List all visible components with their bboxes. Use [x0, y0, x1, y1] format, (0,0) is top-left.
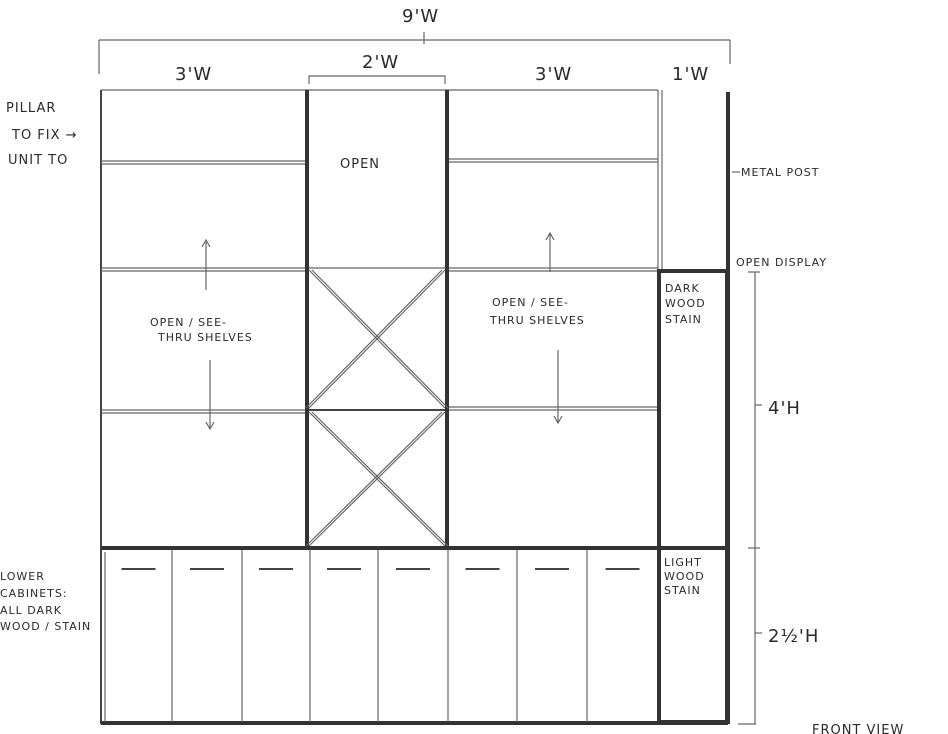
right-shelves: [449, 158, 658, 411]
open-label: OPEN: [340, 157, 380, 172]
shelves-right-line1: OPEN / SEE-: [492, 296, 569, 309]
lower-cabinets-line2: CABINETS:: [0, 587, 68, 600]
col2-width-bracket: [308, 75, 446, 84]
dark-wood-line2: WOOD: [665, 297, 706, 310]
shelves-left-line1: OPEN / SEE-: [150, 316, 227, 329]
col4-width-label: 1'W: [672, 64, 709, 85]
light-wood-line1: LIGHT: [664, 556, 702, 569]
front-view-label: FRONT VIEW: [812, 723, 904, 734]
lower-cabinets-line3: ALL DARK: [0, 604, 62, 617]
dark-wood-line1: DARK: [665, 282, 700, 295]
lower-cabinets-line1: LOWER: [0, 570, 45, 583]
height-dimension: [738, 271, 762, 725]
x-bracing: [305, 267, 449, 547]
pillar-line2: TO FIX →: [11, 128, 78, 143]
col3-width-label: 3'W: [535, 64, 572, 85]
shelves-right-line2: THRU SHELVES: [489, 314, 585, 327]
open-display-label: OPEN DISPLAY: [736, 256, 827, 269]
pillar-line3: UNIT TO: [8, 153, 68, 168]
light-wood-line2: WOOD: [664, 570, 705, 583]
total-width-label: 9'W: [402, 6, 439, 27]
upper-height-label: 4'H: [768, 398, 801, 419]
lower-cabinets: [101, 546, 728, 725]
arrows: [201, 231, 563, 431]
dark-wood-line3: STAIN: [665, 313, 702, 326]
lower-cabinets-line4: WOOD / STAIN: [0, 620, 91, 633]
pillar-line1: PILLAR: [6, 101, 56, 116]
light-wood-line3: STAIN: [664, 584, 701, 597]
metal-post-label: METAL POST: [741, 166, 819, 179]
total-width-dimension: 9'W: [98, 6, 731, 74]
col2-width-label: 2'W: [362, 52, 399, 73]
shelves-left-line2: THRU SHELVES: [157, 331, 253, 344]
left-shelves: [101, 160, 305, 414]
lower-height-label: 2½'H: [768, 626, 819, 647]
upper-unit: [100, 89, 730, 724]
col1-width-label: 3'W: [175, 64, 212, 85]
